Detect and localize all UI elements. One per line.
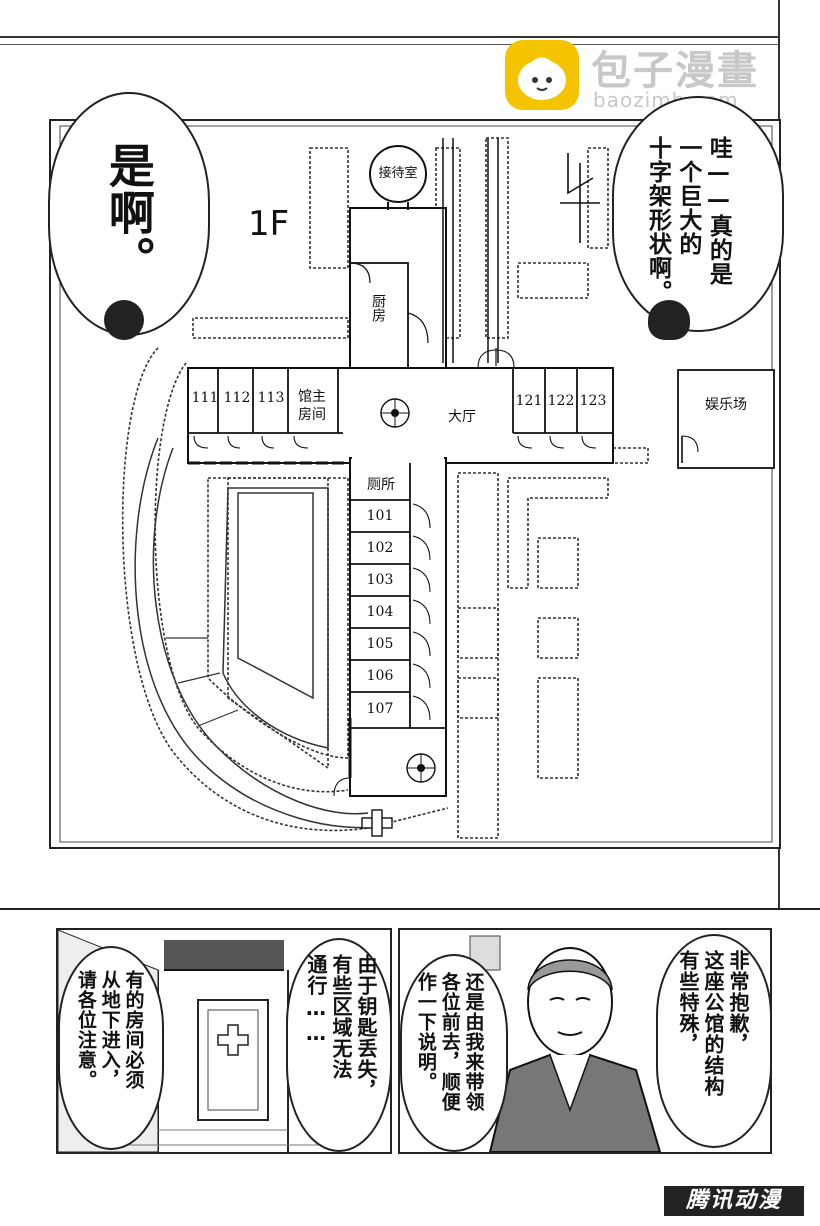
watermark-title: 包子漫畫	[591, 48, 759, 94]
speech-bubble-butler-bottom: 还是由我来带领 各位前去，顺便 作一下说明。	[400, 954, 508, 1152]
panel-corridor: 由于钥匙丢失， 有些区域无法 通行…… 有的房间必须 从地下进入， 请各位注意。	[56, 928, 392, 1154]
speech-text-left: 是啊。	[101, 142, 156, 283]
room-reception: 接待室	[378, 166, 418, 181]
character-head-right-icon	[648, 300, 690, 340]
top-border-line	[0, 36, 780, 38]
room-owner: 馆主房间	[298, 389, 326, 423]
speech-line-1: 还是由我来带领	[462, 972, 485, 1112]
publisher-logo: 腾讯动漫	[664, 1186, 804, 1216]
watermark: 包子漫畫 baozimh.com	[505, 38, 805, 118]
room-kitchen: 厨房	[370, 294, 386, 322]
speech-text-butler-top: 非常抱歉， 这座公馆的结构 有些特殊，	[676, 950, 750, 1097]
room-hall: 大厅	[448, 409, 476, 425]
top-border-line-2	[0, 44, 780, 45]
speech-text-butler-bottom: 还是由我来带领 各位前去，顺便 作一下说明。	[414, 972, 485, 1112]
room-122: 122	[547, 393, 575, 409]
speech-line-3: 十字架形状啊。	[644, 136, 671, 304]
speech-bubble-butler-top: 非常抱歉， 这座公馆的结构 有些特殊，	[656, 934, 770, 1148]
room-112: 112	[223, 390, 251, 406]
speech-line-3: 作一下说明。	[414, 972, 437, 1092]
room-121: 121	[515, 393, 543, 409]
speech-text-corridor-top: 由于钥匙丢失， 有些区域无法 通行……	[304, 954, 378, 1101]
panel-butler: 非常抱歉， 这座公馆的结构 有些特殊， 还是由我来带领 各位前去，顺便 作一下说…	[398, 928, 772, 1154]
speech-line-2: 从地下进入，	[98, 970, 121, 1090]
speech-text-corridor-bottom: 有的房间必须 从地下进入， 请各位注意。	[74, 970, 145, 1090]
speech-line-1: 由于钥匙丢失，	[354, 954, 378, 1101]
speech-line-2: 各位前去，顺便	[438, 972, 461, 1112]
room-105: 105	[366, 636, 394, 652]
speech-line-3: 通行……	[304, 954, 328, 1046]
room-107: 107	[366, 701, 394, 717]
room-game: 娱乐场	[705, 397, 747, 413]
room-111: 111	[191, 390, 219, 406]
speech-bubble-corridor-top: 由于钥匙丢失， 有些区域无法 通行……	[286, 938, 390, 1152]
speech-line-1: 有的房间必须	[122, 970, 145, 1090]
speech-bubble-corridor-bottom: 有的房间必须 从地下进入， 请各位注意。	[58, 946, 164, 1150]
speech-line-2: 这座公馆的结构	[701, 950, 725, 1097]
speech-line-1: 哇——真的是	[705, 136, 732, 286]
bun-logo-icon	[505, 40, 579, 110]
floor-label: 1F	[248, 204, 290, 244]
speech-line-2: 一个巨大的	[674, 136, 701, 256]
speech-line-2: 有些区域无法	[329, 954, 353, 1080]
page-divider	[0, 908, 820, 910]
room-104: 104	[366, 604, 394, 620]
character-head-left-icon	[104, 300, 144, 340]
speech-line-3: 请各位注意。	[74, 970, 97, 1090]
speech-text-right: 哇——真的是 一个巨大的 十字架形状啊。	[644, 136, 731, 306]
room-102: 102	[366, 540, 394, 556]
speech-line-1: 非常抱歉，	[726, 950, 750, 1055]
room-113: 113	[257, 390, 285, 406]
room-106: 106	[366, 668, 394, 684]
room-123: 123	[579, 393, 607, 409]
room-101: 101	[366, 508, 394, 524]
room-103: 103	[366, 572, 394, 588]
speech-line-3: 有些特殊，	[676, 950, 700, 1055]
speech-bubble-left: 是啊。	[48, 92, 210, 336]
speech-bubble-right: 哇——真的是 一个巨大的 十字架形状啊。	[612, 96, 784, 332]
room-toilet: 厕所	[367, 477, 395, 493]
